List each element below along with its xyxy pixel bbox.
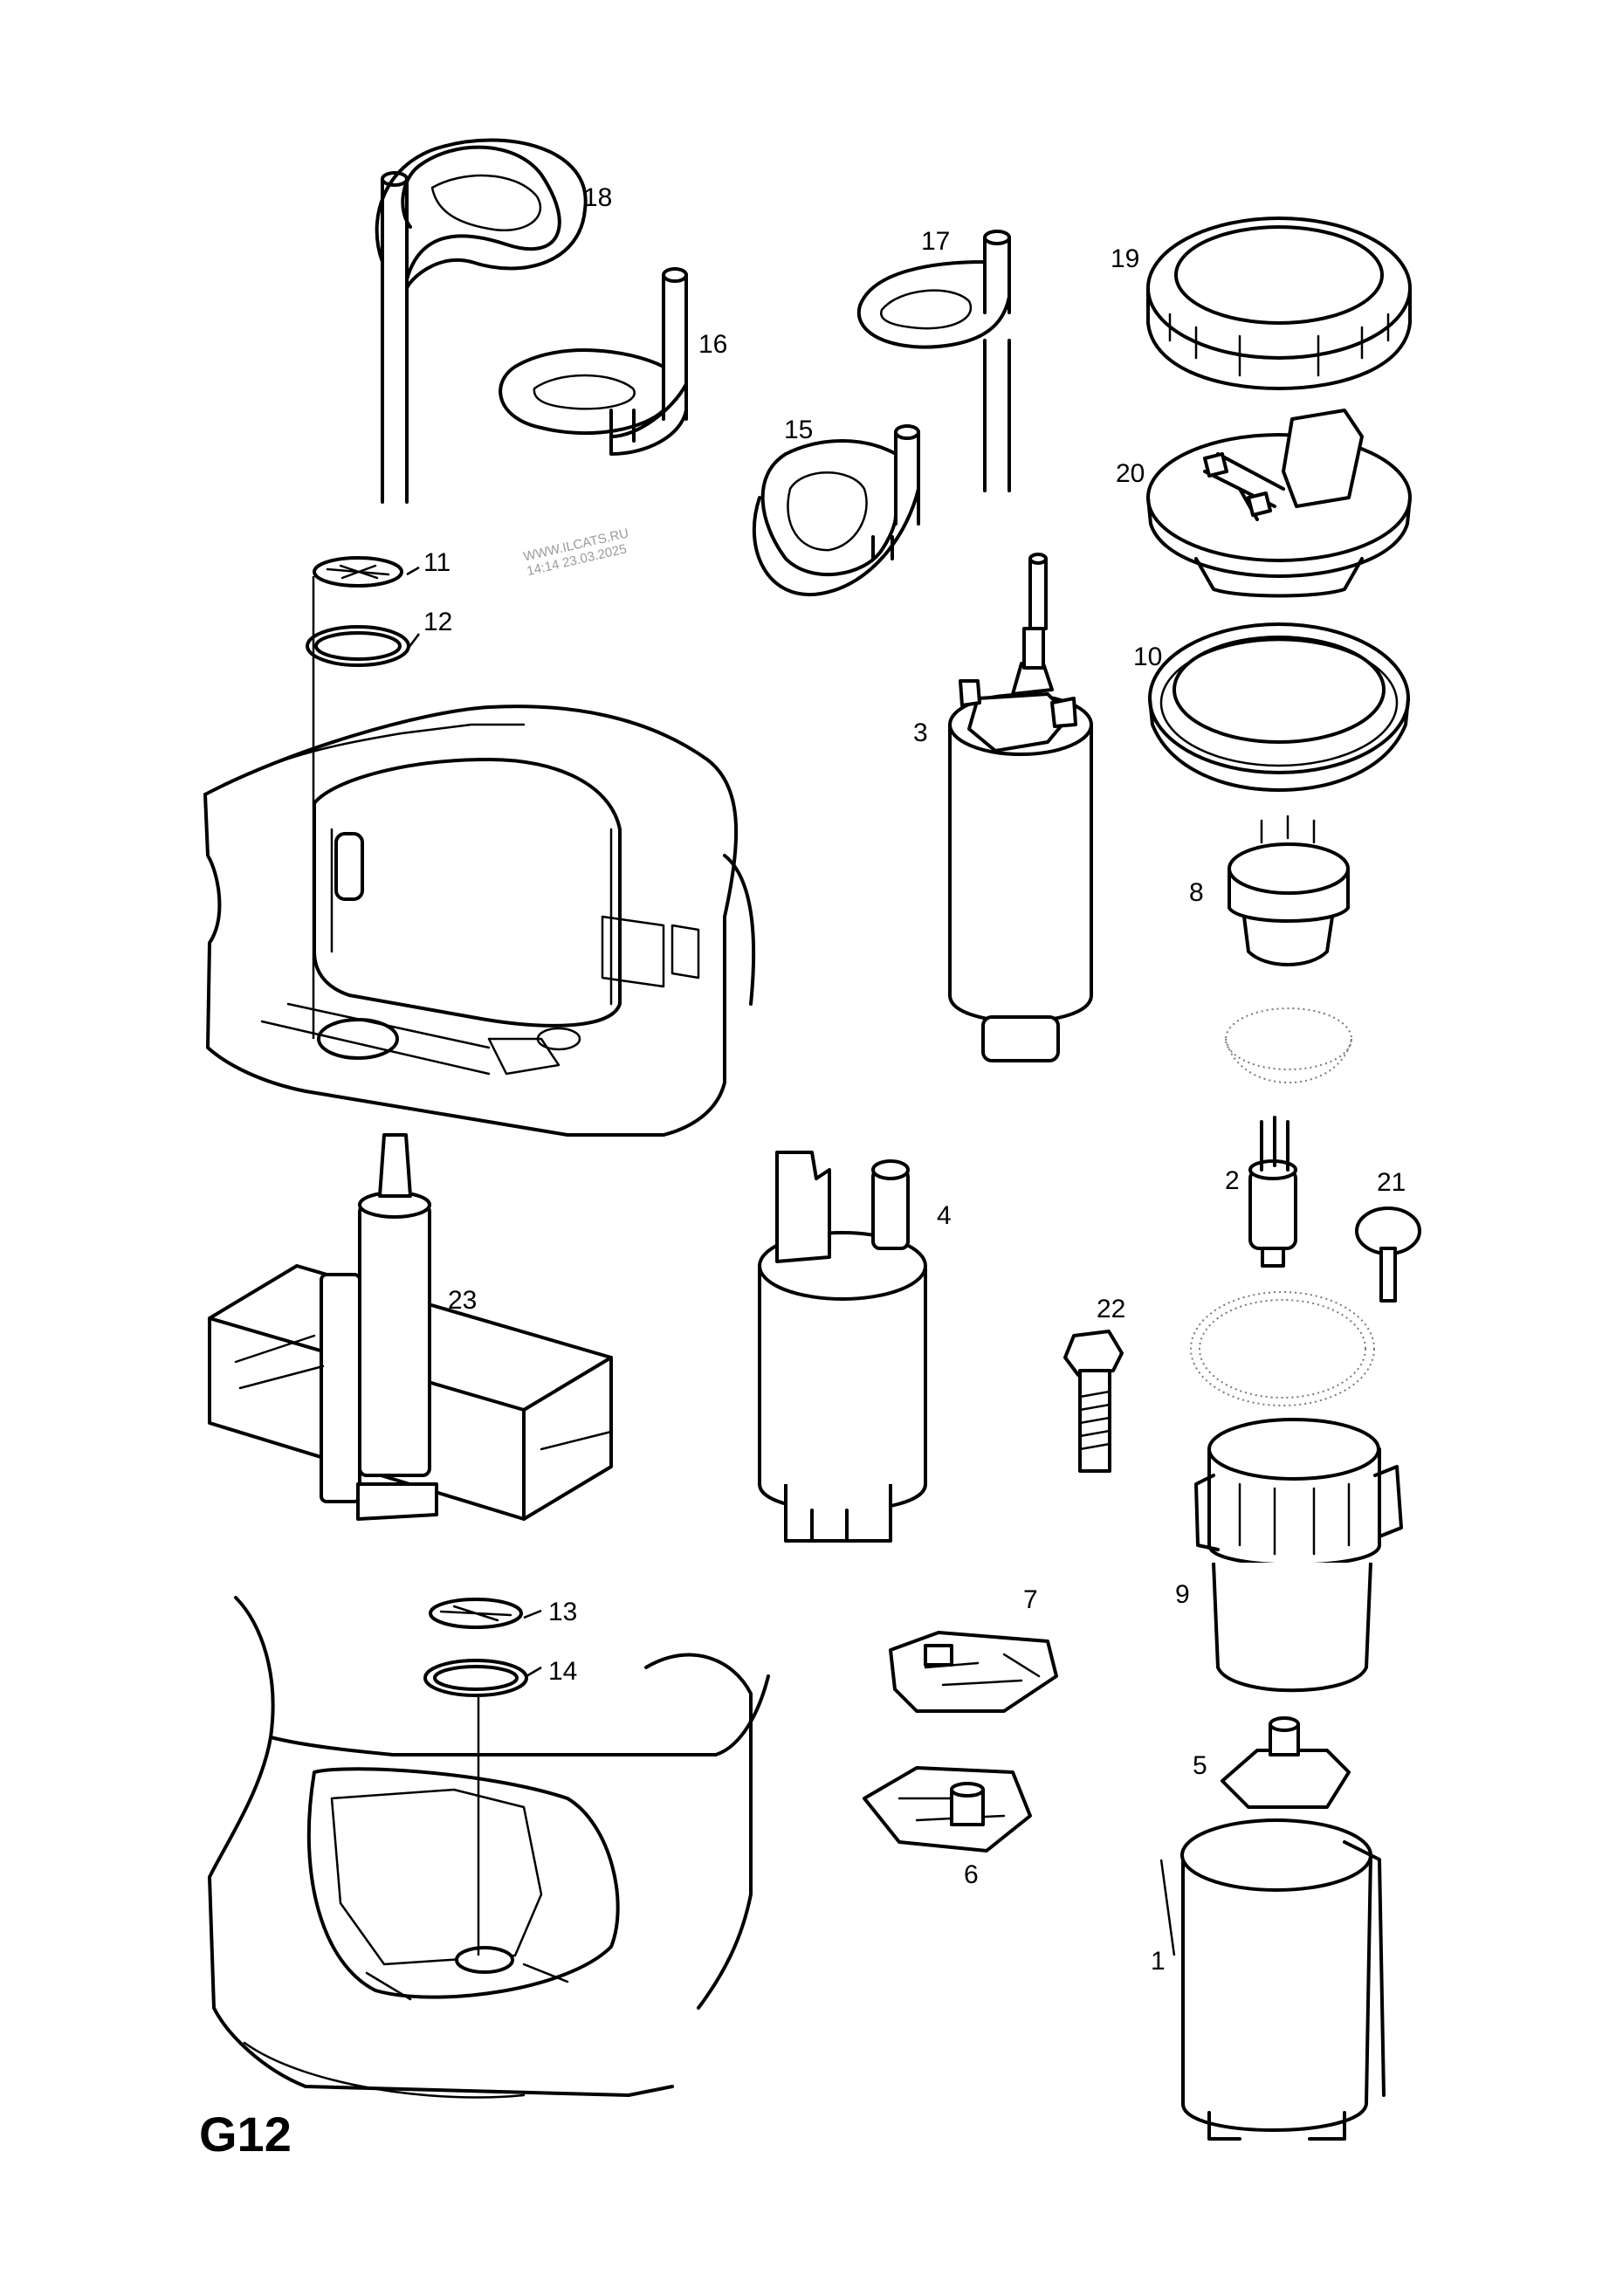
callout-1[interactable]: 1 [1151,1947,1166,1976]
upper-trunk-floor-panel [203,705,756,1137]
part-11-sender-plate[interactable] [313,556,403,588]
callout-18[interactable]: 18 [583,183,613,212]
part-20-tank-cover[interactable] [1146,409,1412,598]
part-8-pump-holder[interactable] [1225,815,1352,1084]
lower-trunk-floor-panel [208,1596,770,2099]
callout-9[interactable]: 9 [1175,1580,1190,1609]
callout-11[interactable]: 11 [423,548,451,577]
part-16-fuel-hose[interactable] [499,267,688,456]
page-code: G12 [199,2107,292,2162]
callout-22[interactable]: 22 [1097,1295,1126,1323]
callout-21[interactable]: 21 [1377,1168,1406,1197]
callout-10[interactable]: 10 [1133,643,1163,671]
part-22-bolt[interactable] [1063,1330,1124,1473]
part-13-sender-plate[interactable] [429,1598,523,1629]
part-2-small-pump[interactable] [1248,1116,1297,1268]
part-15-fuel-hose[interactable] [752,424,920,597]
callout-6[interactable]: 6 [964,1860,979,1889]
part-21-plug[interactable] [1355,1206,1421,1303]
part-18-fuel-hose[interactable] [375,138,588,504]
part-1-container[interactable] [1180,1818,1386,2141]
part-23-sealant-kit[interactable] [208,1133,613,1521]
callout-12[interactable]: 12 [423,608,453,636]
callout-16[interactable]: 16 [698,330,728,359]
part-5-filter[interactable] [1221,1716,1351,1809]
part-7-filter[interactable] [889,1631,1058,1713]
callout-7[interactable]: 7 [1023,1585,1038,1614]
callout-14[interactable]: 14 [548,1657,578,1686]
callout-4[interactable]: 4 [937,1201,952,1230]
callout-20[interactable]: 20 [1116,459,1145,488]
callout-23[interactable]: 23 [448,1286,478,1315]
part-14-gasket[interactable] [423,1659,528,1697]
callout-2[interactable]: 2 [1225,1166,1240,1195]
part-9-seal-ring[interactable] [1190,1291,1375,1406]
part-9-reservoir[interactable] [1194,1418,1403,1693]
callout-8[interactable]: 8 [1189,878,1204,907]
callout-3[interactable]: 3 [913,718,928,747]
callout-13[interactable]: 13 [548,1598,578,1626]
callout-5[interactable]: 5 [1193,1751,1207,1780]
callout-15[interactable]: 15 [784,416,814,444]
callout-17[interactable]: 17 [921,227,951,256]
part-3-fuel-pump[interactable] [948,553,1093,1062]
part-12-gasket[interactable] [306,625,410,667]
part-6-filter[interactable] [863,1766,1032,1853]
part-19-locking-ring[interactable] [1146,217,1412,390]
part-4-fuel-pump[interactable] [758,1151,927,1543]
callout-19[interactable]: 19 [1111,244,1140,273]
part-10-seal-ring[interactable] [1148,622,1410,792]
callout-leaders [406,566,1176,1956]
part-17-fuel-hose[interactable] [856,230,1011,492]
